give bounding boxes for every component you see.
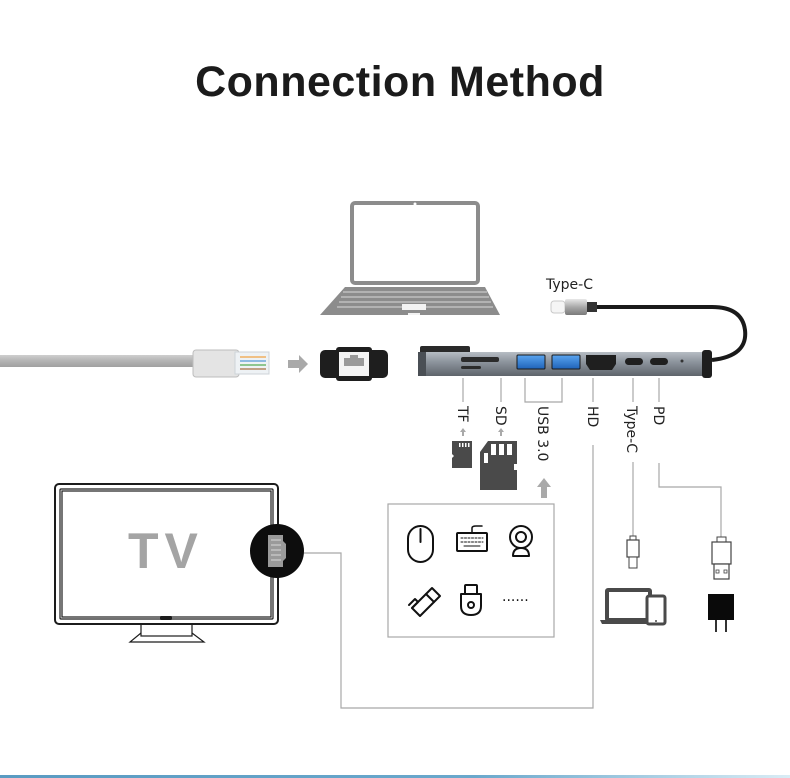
- ethernet-cable: [0, 349, 270, 378]
- webcam-icon: [509, 525, 533, 557]
- mouse-icon: [407, 525, 434, 563]
- laptop-phone-icon: [600, 588, 667, 626]
- port-label-type-c: Type-C: [623, 405, 639, 453]
- usb-a-plug-icon: [711, 536, 732, 580]
- tf-card-icon: [452, 441, 472, 468]
- laptop-icon: [320, 201, 500, 315]
- usb-port-1: [516, 354, 546, 370]
- port-labels: TF SD USB 3.0 HD Type-C PD: [454, 405, 666, 461]
- hdmi-port: [586, 355, 616, 370]
- arrow-up-icon: [460, 428, 466, 436]
- port-label-usb: USB 3.0: [534, 406, 550, 461]
- type-c-port: [625, 358, 643, 365]
- rj45-adapter-icon: [320, 347, 388, 381]
- usb-c-hub: [418, 346, 712, 378]
- sd-card-icon: [480, 441, 517, 490]
- usb-flash-drive-icon: [408, 587, 441, 617]
- usb-key-icon: [460, 584, 482, 616]
- page-title: Connection Method: [195, 58, 605, 106]
- tf-slot: [461, 366, 481, 369]
- port-leader-lines: [304, 378, 722, 709]
- hdmi-badge-icon: [250, 524, 304, 578]
- bottom-accent-line: [0, 775, 790, 778]
- arrow-up-icon: [537, 478, 551, 498]
- port-label-sd: SD: [492, 406, 508, 426]
- tv-label: TV: [128, 523, 204, 579]
- port-label-hd: HD: [584, 406, 600, 427]
- arrow-right-icon: [288, 355, 308, 373]
- sd-slot: [461, 357, 499, 362]
- arrow-up-icon: [498, 428, 504, 436]
- port-label-pd: PD: [650, 406, 666, 425]
- type-c-cable: [550, 299, 748, 362]
- type-c-input-label: Type-C: [545, 277, 593, 293]
- more-devices-ellipsis: ......: [502, 589, 529, 605]
- pd-port: [650, 358, 668, 365]
- port-label-tf: TF: [454, 405, 470, 423]
- type-c-plug-icon: [626, 535, 640, 569]
- keyboard-icon: [456, 525, 488, 552]
- power-adapter-icon: [708, 594, 734, 632]
- usb-port-2: [551, 354, 581, 370]
- up-arrows: [460, 428, 551, 498]
